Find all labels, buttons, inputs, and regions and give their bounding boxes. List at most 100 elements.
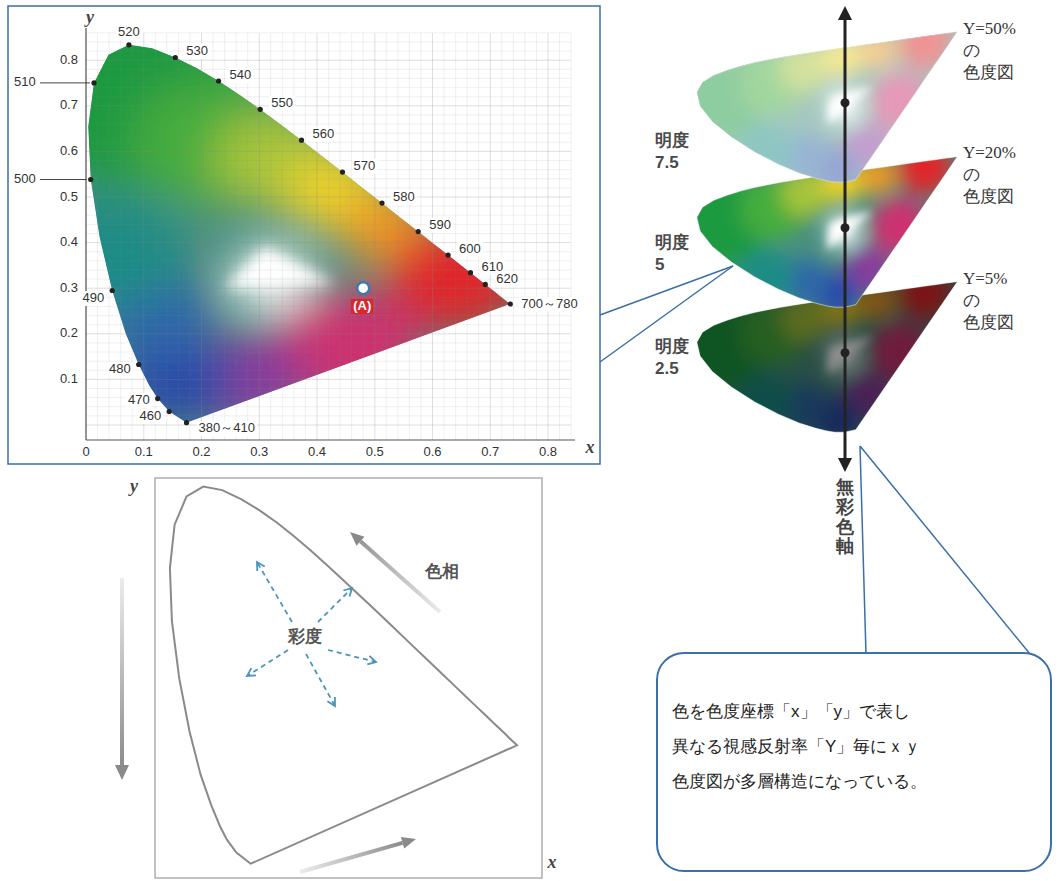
arrow-head <box>350 532 365 546</box>
chroma-arrow <box>306 654 335 706</box>
wavelength-marks <box>40 42 513 425</box>
wavelength-dot <box>216 78 221 83</box>
chroma-arrow <box>328 650 376 662</box>
grid-line <box>86 187 571 188</box>
tick-label: 0.5 <box>60 190 78 205</box>
wavelength-label: 550 <box>269 96 295 111</box>
lightness-tone <box>697 32 958 183</box>
grid-line <box>86 169 571 170</box>
grid-line <box>86 242 571 243</box>
grid-line <box>224 33 225 440</box>
wavelength-dot <box>468 270 473 275</box>
wavelength-label: 600 <box>457 242 483 257</box>
grid-line <box>259 33 260 440</box>
grid-line <box>86 32 571 33</box>
grid-line <box>86 96 571 97</box>
arrow-head <box>343 588 352 597</box>
y-axis <box>85 28 86 440</box>
tick-label: 0.3 <box>60 281 78 296</box>
grid-line <box>178 33 179 440</box>
grid-line <box>86 124 571 125</box>
gray-arrow <box>120 578 124 766</box>
wavelength-label: 490 <box>81 291 107 306</box>
axis-dot <box>841 348 850 357</box>
arrow-head <box>367 656 376 664</box>
grid-line <box>213 33 214 440</box>
grid-line <box>420 33 421 440</box>
axis-dots <box>841 98 850 357</box>
small-diagram <box>170 487 517 864</box>
wavelength-label: 560 <box>311 127 337 142</box>
color-blob <box>898 140 953 195</box>
grid-line <box>571 33 572 440</box>
grid-line <box>478 33 479 440</box>
lightness-label: 明度 2.5 <box>655 336 689 380</box>
wavelength-dot <box>416 229 421 234</box>
grid-line <box>97 33 98 440</box>
grid-line <box>467 33 468 440</box>
wavelength-label: 380～410 <box>197 421 257 436</box>
grid-line <box>86 406 571 407</box>
wavelength-label: 510 <box>14 75 36 90</box>
tick-label: 0.1 <box>60 372 78 387</box>
wavelength-dot <box>299 138 304 143</box>
lightness-label: 明度 7.5 <box>655 130 689 174</box>
grid-line <box>374 33 375 440</box>
grid-line <box>536 33 537 440</box>
grid-line <box>86 224 571 225</box>
wavelength-label: 590 <box>427 218 453 233</box>
grid-line <box>86 306 571 307</box>
grid-line <box>386 33 387 440</box>
wavelength-label: 470 <box>126 393 152 408</box>
grid-line <box>86 206 571 207</box>
wavelength-dot <box>126 42 131 47</box>
grid-line <box>282 33 283 440</box>
wavelength-label: 480 <box>107 362 133 377</box>
callout-text: 色を色度座標「x」「y」で表し 異なる視感反射率「Y」毎にｘｙ 色度図が多層構造… <box>672 694 927 799</box>
arrow-head <box>401 837 416 849</box>
arrow-head <box>115 765 129 780</box>
white-point-region <box>225 247 335 288</box>
wavelength-dot <box>483 282 488 287</box>
arrow-head <box>327 697 335 706</box>
gamut-base <box>697 32 958 183</box>
grid-line <box>247 33 248 440</box>
grid-line <box>305 33 306 440</box>
grid-line <box>293 33 294 440</box>
grid-line <box>86 69 571 70</box>
layer-label: Y=50%の 色度図 <box>963 18 1016 84</box>
grid-line <box>86 388 571 389</box>
locus-outline <box>170 487 517 864</box>
grid-line <box>86 288 571 289</box>
grid-line <box>86 379 571 380</box>
wavelength-dot <box>88 177 93 182</box>
grid-line <box>86 114 571 115</box>
wavelength-label: 500 <box>14 172 36 187</box>
grid-line <box>86 78 571 79</box>
arrow-head <box>838 458 852 472</box>
wavelength-dot <box>258 107 263 112</box>
grid-line <box>363 33 364 440</box>
grid-line <box>86 160 571 161</box>
arrow-head <box>257 562 265 571</box>
grid-line <box>340 33 341 440</box>
tick-label: 0.6 <box>60 144 78 159</box>
axis-label: x <box>586 437 595 458</box>
tick-label: 0.8 <box>539 445 557 460</box>
achromatic-axis <box>844 18 847 460</box>
tick-label: 0.2 <box>60 326 78 341</box>
grid-line <box>201 33 202 440</box>
grid-line <box>548 33 549 440</box>
grid-line <box>86 233 571 234</box>
hue-label: 色相 <box>425 562 459 582</box>
layer-label: Y=20%の 色度図 <box>963 142 1016 208</box>
grid-line <box>86 197 571 198</box>
grid-line <box>155 33 156 440</box>
grid-line <box>132 33 133 440</box>
grid-line <box>120 33 121 440</box>
grid-line <box>86 361 571 362</box>
axis-dot <box>841 98 850 107</box>
layer-outline <box>697 32 958 183</box>
grid-line <box>455 33 456 440</box>
wavelength-dot <box>446 253 451 258</box>
